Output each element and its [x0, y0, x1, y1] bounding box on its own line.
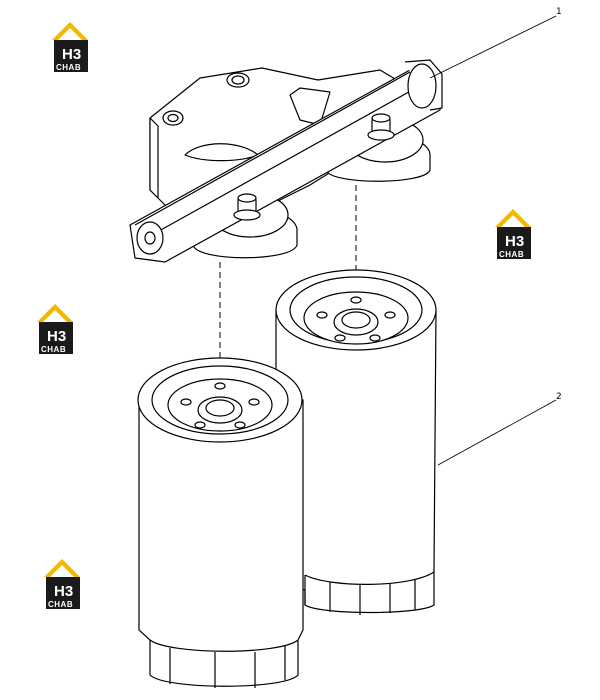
watermark-logo: H3 CHAB — [52, 22, 88, 72]
watermark-logo: H3 CHAB — [495, 209, 531, 259]
callout-2: 2 — [556, 392, 562, 402]
svg-text:H3: H3 — [47, 328, 66, 345]
svg-text:H3: H3 — [62, 46, 81, 63]
watermark-logo: H3 CHAB — [44, 559, 80, 609]
filter-cartridge-rear — [275, 269, 437, 615]
svg-text:CHAB: CHAB — [41, 345, 66, 354]
filter-cartridge-front — [137, 357, 304, 688]
filter-head-bracket — [129, 59, 443, 263]
callout-1: 1 — [556, 7, 562, 17]
svg-text:H3: H3 — [505, 233, 524, 250]
watermark-logo: H3 CHAB — [37, 304, 73, 354]
svg-text:CHAB: CHAB — [56, 63, 81, 72]
svg-text:H3: H3 — [54, 583, 73, 600]
callout-leaders — [429, 15, 557, 466]
svg-text:CHAB: CHAB — [48, 600, 73, 609]
svg-text:CHAB: CHAB — [499, 250, 524, 259]
